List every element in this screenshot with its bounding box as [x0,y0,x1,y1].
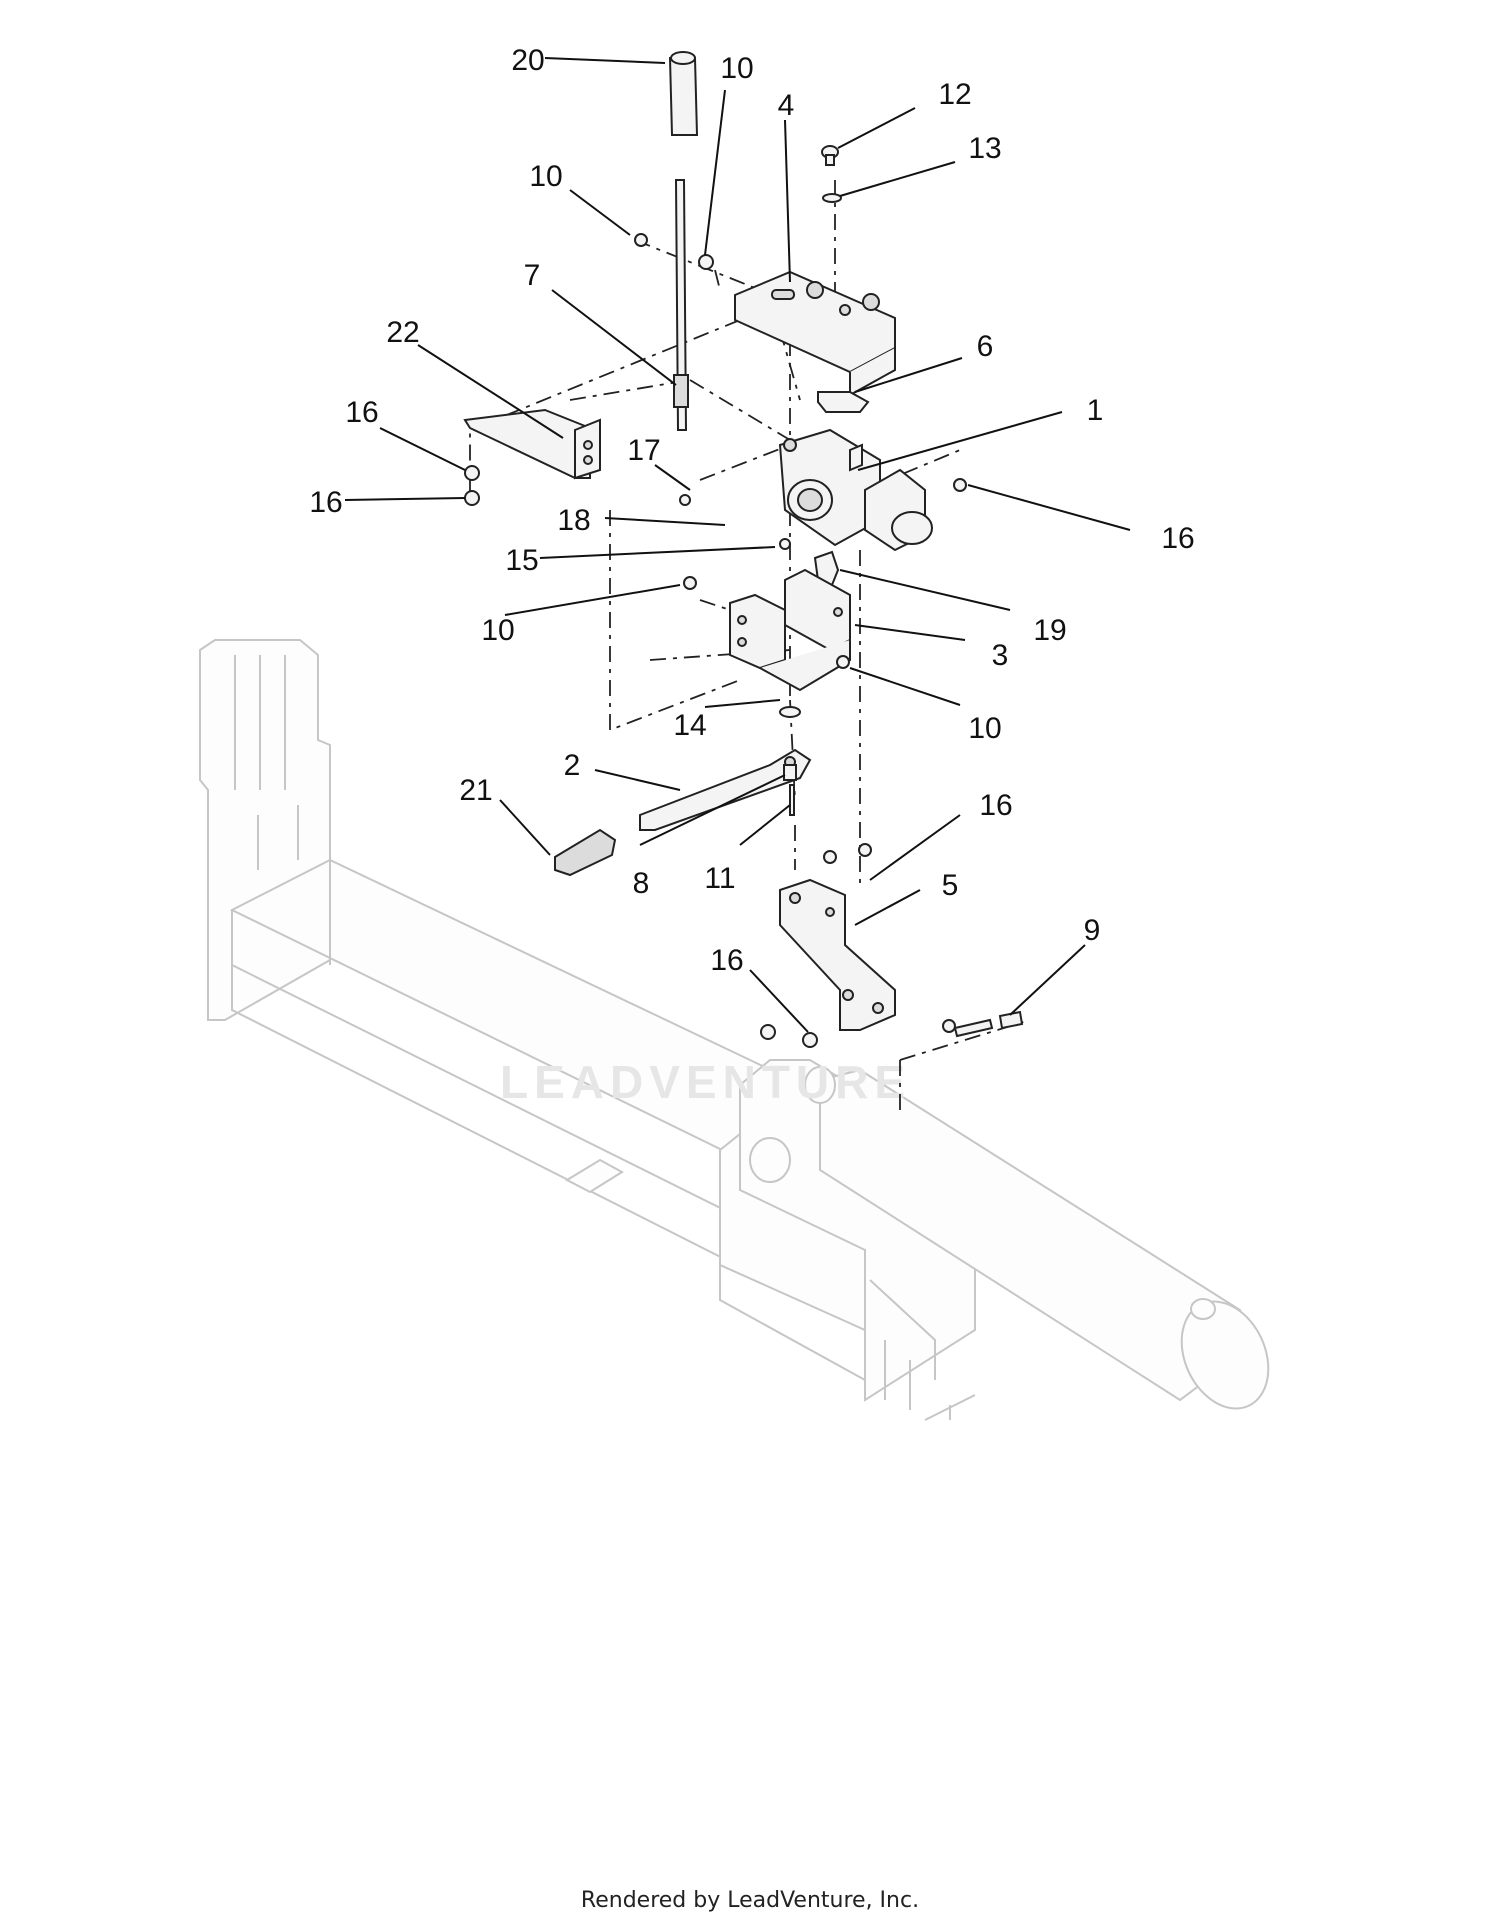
part-11-cotter-pin [789,784,795,816]
part-9-bolt [953,1010,1024,1038]
callout-10-upper-left: 10 [529,160,562,193]
callout-1: 1 [1087,394,1104,427]
callout-16-lower-right: 16 [979,789,1012,822]
callout-16-left-lower: 16 [309,486,342,519]
callout-14: 14 [673,709,706,742]
part-20-handle-grip [668,51,699,136]
assembly-lines [469,180,1031,1110]
part-14-washer [779,706,801,718]
part-21-handle-knob [554,828,617,877]
callout-10-middle-right: 10 [968,712,1001,745]
callout-labels: 20 10 4 12 13 10 7 22 6 16 1 17 16 18 16… [309,44,1194,977]
callout-6: 6 [977,330,994,363]
callout-16-bottom: 16 [710,944,743,977]
part-2-valve-lever [639,748,812,831]
callout-10-top: 10 [720,52,753,85]
part-7-control-rod [673,179,689,431]
part-8-pin [783,764,797,781]
callout-16-right: 16 [1161,522,1194,555]
callout-15: 15 [505,544,538,577]
callout-16-left-upper: 16 [345,396,378,429]
callout-10-middle-left: 10 [481,614,514,647]
part-12-bolt [821,145,839,166]
callout-13: 13 [968,132,1001,165]
part-4-upper-bracket [734,270,896,397]
callout-19: 19 [1033,614,1066,647]
callout-8: 8 [633,867,650,900]
footer-credit: Rendered by LeadVenture, Inc. [580,1888,920,1913]
callout-5: 5 [942,869,959,902]
callout-9: 9 [1084,914,1101,947]
part-1-control-valve [778,428,933,552]
part-3-lower-bracket [729,568,851,692]
callout-20: 20 [511,44,544,77]
part-5-mounting-bracket [779,878,896,1031]
callout-4: 4 [778,89,795,122]
callout-2: 2 [564,749,581,782]
part-22-shield-plate [463,408,601,480]
callout-7: 7 [524,259,541,292]
part-13-washer [822,193,842,203]
callout-17: 17 [627,434,660,467]
callout-12: 12 [938,78,971,111]
callout-11: 11 [704,862,735,895]
callout-3: 3 [992,639,1009,672]
callout-18: 18 [557,504,590,537]
watermark-text: LEADVENTURE [500,1056,911,1108]
part-6-spacer [817,391,870,413]
callout-22: 22 [386,316,419,349]
leader-lines [344,57,1131,1033]
callout-21: 21 [459,774,492,807]
log-splitter-frame [199,639,1270,1421]
